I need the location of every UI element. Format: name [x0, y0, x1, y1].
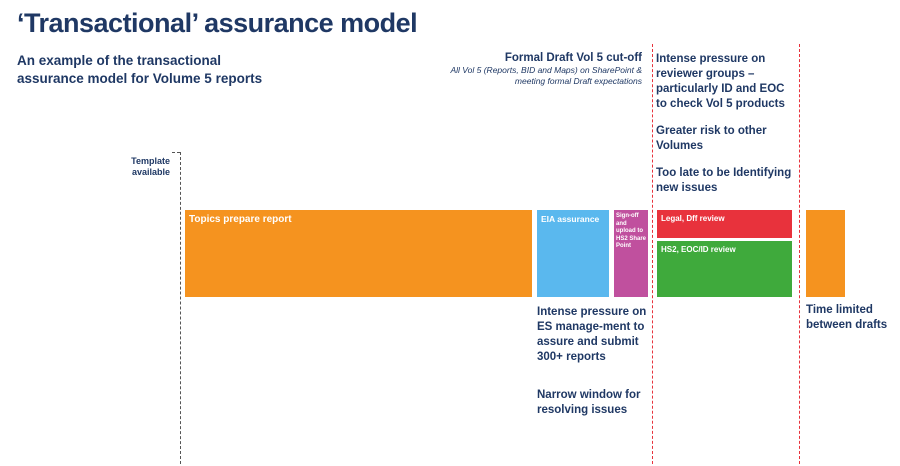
- cutoff-callout: Formal Draft Vol 5 cut-off All Vol 5 (Re…: [430, 52, 643, 87]
- next-draft-bar: [806, 210, 845, 297]
- cutoff-heading: Formal Draft Vol 5 cut-off: [504, 52, 642, 64]
- cutoff-red-line: [652, 44, 653, 464]
- template-marker-line: [180, 152, 181, 464]
- cutoff-detail: All Vol 5 (Reports, BID and Maps) on Sha…: [450, 65, 643, 86]
- reviewer-pressure-note: Intense pressure on reviewer groups – pa…: [656, 53, 785, 110]
- legal-review-bar: Legal, Dff review: [657, 210, 792, 238]
- page-subtitle: An example of the transactional assuranc…: [17, 53, 263, 86]
- end-red-line: [799, 44, 800, 464]
- hs2-review-bar: HS2, EOC/ID review: [657, 241, 792, 297]
- es-pressure-note: Intense pressure on ES manage-ment to as…: [537, 306, 647, 363]
- page-title: ‘Transactional’ assurance model: [17, 8, 418, 38]
- eia-assurance-bar: EIA assurance: [537, 210, 609, 297]
- topics-prepare-report-bar: Topics prepare report: [185, 210, 532, 297]
- template-available-label: Template available: [131, 156, 170, 177]
- time-limited-note: Time limited between drafts: [806, 304, 888, 331]
- narrow-window-note: Narrow window for resolving issues: [537, 389, 641, 416]
- signoff-upload-bar: Sign-off and upload to HS2 Share Point: [614, 210, 648, 297]
- greater-risk-note: Greater risk to other Volumes: [656, 125, 767, 152]
- template-marker-tick: [172, 152, 180, 153]
- too-late-note: Too late to be Identifying new issues: [656, 167, 792, 194]
